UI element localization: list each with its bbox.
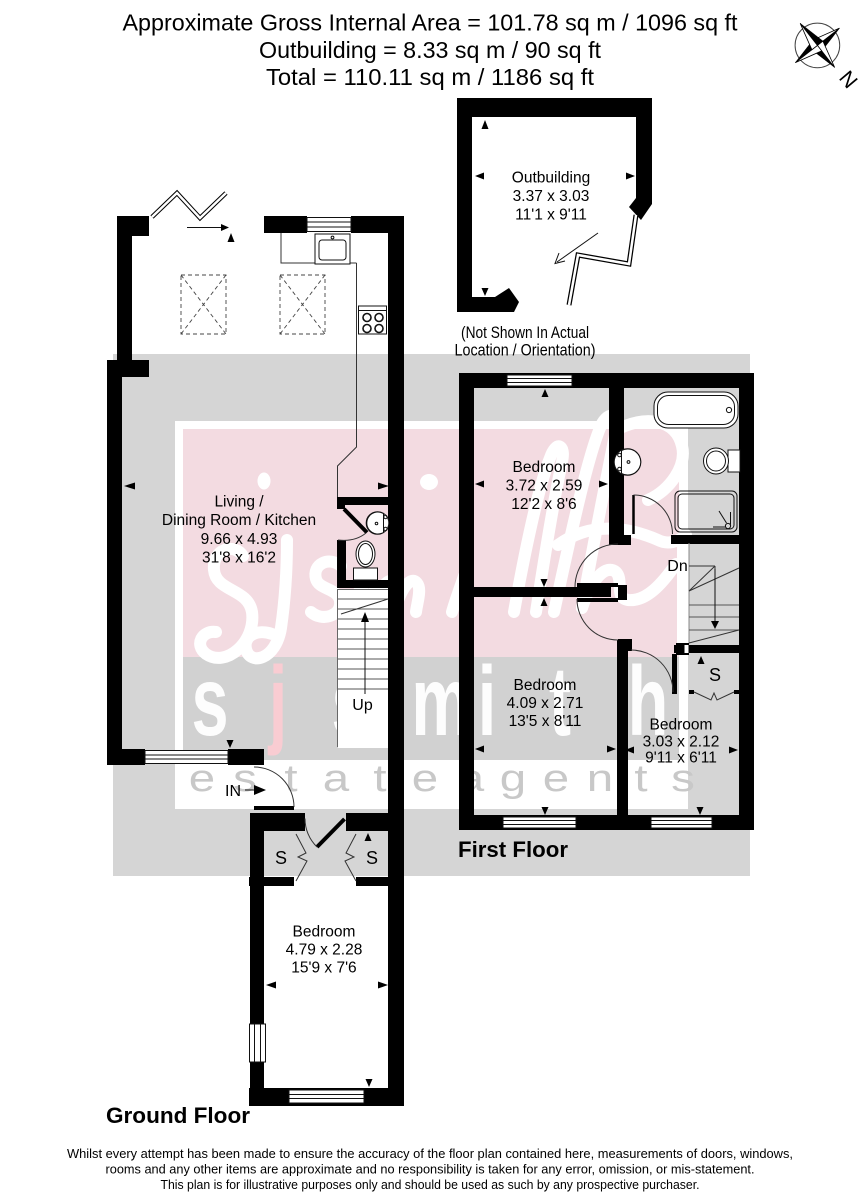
svg-text:Approximate Gross Internal Are: Approximate Gross Internal Area = 101.78… (123, 10, 739, 36)
svg-text:3.03 x 2.12: 3.03 x 2.12 (643, 734, 720, 751)
svg-text:s: s (233, 757, 257, 799)
svg-text:4.79 x 2.28: 4.79 x 2.28 (286, 942, 363, 959)
svg-text:Ground Floor: Ground Floor (106, 1103, 250, 1128)
svg-text:Bedroom: Bedroom (650, 717, 713, 734)
svg-text:This plan is for illustrative: This plan is for illustrative purposes o… (161, 1178, 700, 1192)
svg-text:First Floor: First Floor (458, 837, 568, 862)
svg-text:Outbuilding: Outbuilding (512, 170, 590, 187)
svg-text:Up: Up (352, 697, 373, 714)
svg-text:3.72 x 2.59: 3.72 x 2.59 (506, 478, 583, 495)
svg-text:t: t (284, 757, 297, 799)
svg-text:31'8 x 16'2: 31'8 x 16'2 (202, 550, 276, 567)
svg-text:Whilst every attempt has been: Whilst every attempt has been made to en… (67, 1147, 793, 1161)
svg-text:Bedroom: Bedroom (293, 924, 356, 941)
svg-text:Bedroom: Bedroom (513, 459, 576, 476)
svg-text:S: S (709, 665, 721, 685)
svg-text:t: t (549, 646, 571, 756)
svg-text:Dining Room / Kitchen: Dining Room / Kitchen (162, 512, 316, 529)
svg-text:s: s (671, 757, 695, 799)
svg-text:i: i (478, 646, 497, 756)
svg-text:Outbuilding = 8.33 sq m / 90 s: Outbuilding = 8.33 sq m / 90 sq ft (259, 37, 602, 63)
svg-text:h: h (628, 646, 669, 756)
svg-text:15'9 x 7'6: 15'9 x 7'6 (291, 960, 356, 977)
svg-text:e: e (412, 757, 438, 799)
svg-text:Dn: Dn (667, 558, 687, 575)
svg-text:a: a (323, 757, 350, 799)
svg-text:s: s (191, 646, 228, 756)
svg-text:t: t (373, 757, 386, 799)
svg-text:rooms and any other items are: rooms and any other items are approximat… (106, 1163, 755, 1177)
svg-text:11'1 x 9'11: 11'1 x 9'11 (515, 207, 587, 224)
svg-text:Total = 110.11 sq m / 1186 sq: Total = 110.11 sq m / 1186 sq ft (266, 64, 595, 90)
svg-text:9.66 x 4.93: 9.66 x 4.93 (201, 531, 278, 548)
svg-text:j: j (267, 646, 287, 756)
svg-text:4.09 x 2.71: 4.09 x 2.71 (507, 695, 584, 712)
svg-text:S: S (275, 848, 287, 868)
svg-text:n: n (587, 757, 613, 799)
svg-text:13'5 x 8'11: 13'5 x 8'11 (509, 713, 582, 730)
svg-text:e: e (543, 757, 569, 799)
svg-text:g: g (500, 757, 526, 799)
svg-text:e: e (189, 757, 215, 799)
svg-text:t: t (634, 757, 647, 799)
svg-text:Location / Orientation): Location / Orientation) (455, 341, 596, 360)
svg-text:3.37 x 3.03: 3.37 x 3.03 (513, 188, 590, 205)
svg-text:IN: IN (225, 783, 241, 800)
svg-text:N: N (834, 67, 861, 93)
svg-text:S: S (366, 848, 378, 868)
svg-text:Bedroom: Bedroom (514, 677, 577, 694)
svg-text:Living /: Living / (214, 493, 264, 510)
svg-text:(Not Shown In Actual: (Not Shown In Actual (461, 323, 589, 342)
svg-text:9'11 x 6'11: 9'11 x 6'11 (645, 750, 717, 767)
svg-text:12'2 x 8'6: 12'2 x 8'6 (511, 496, 576, 513)
